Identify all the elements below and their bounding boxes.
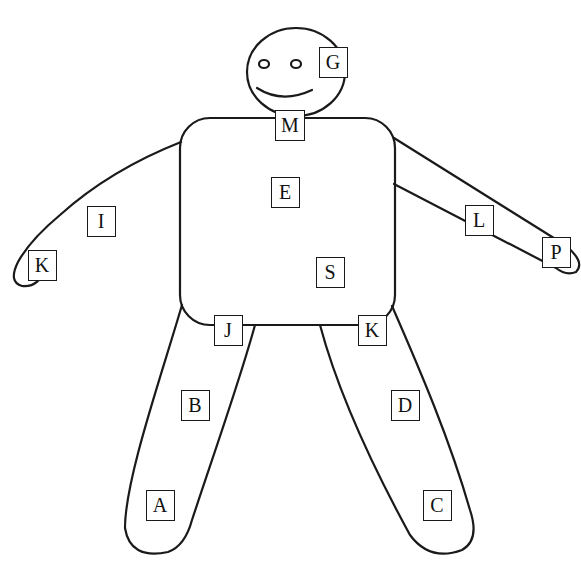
callout-letter: M — [275, 110, 305, 141]
callout-text: M — [281, 115, 299, 135]
callout-letter: K — [358, 315, 387, 346]
callout-text: E — [279, 182, 291, 202]
callout-text: B — [188, 395, 201, 415]
left-arm — [14, 142, 181, 286]
smile — [257, 88, 312, 97]
callout-letter: D — [391, 390, 420, 421]
callout-text: K — [365, 320, 379, 340]
callout-text: A — [153, 495, 167, 515]
callout-text: S — [324, 262, 335, 282]
callout-text: P — [550, 242, 561, 262]
callout-text: I — [98, 211, 105, 231]
callout-letter: I — [87, 206, 116, 237]
eye — [259, 60, 269, 68]
callout-letter: P — [542, 237, 571, 268]
callout-text: K — [35, 255, 49, 275]
callout-letter: J — [214, 315, 243, 346]
callout-letter: S — [316, 257, 345, 288]
callout-letter: G — [319, 47, 348, 78]
callout-text: L — [473, 210, 485, 230]
callout-text: G — [326, 52, 340, 72]
right-arm — [394, 138, 579, 273]
right-leg — [320, 306, 474, 554]
eye — [291, 60, 301, 68]
callout-letter: A — [146, 490, 175, 521]
callout-text: D — [398, 395, 412, 415]
left-leg — [125, 305, 255, 554]
callout-letter: B — [181, 390, 210, 421]
callout-letter: C — [423, 490, 452, 521]
callout-letter: L — [465, 205, 494, 236]
callout-letter: E — [271, 177, 300, 208]
callout-letter: K — [28, 250, 57, 281]
callout-text: J — [224, 320, 232, 340]
torso — [180, 118, 395, 325]
callout-text: C — [430, 495, 443, 515]
